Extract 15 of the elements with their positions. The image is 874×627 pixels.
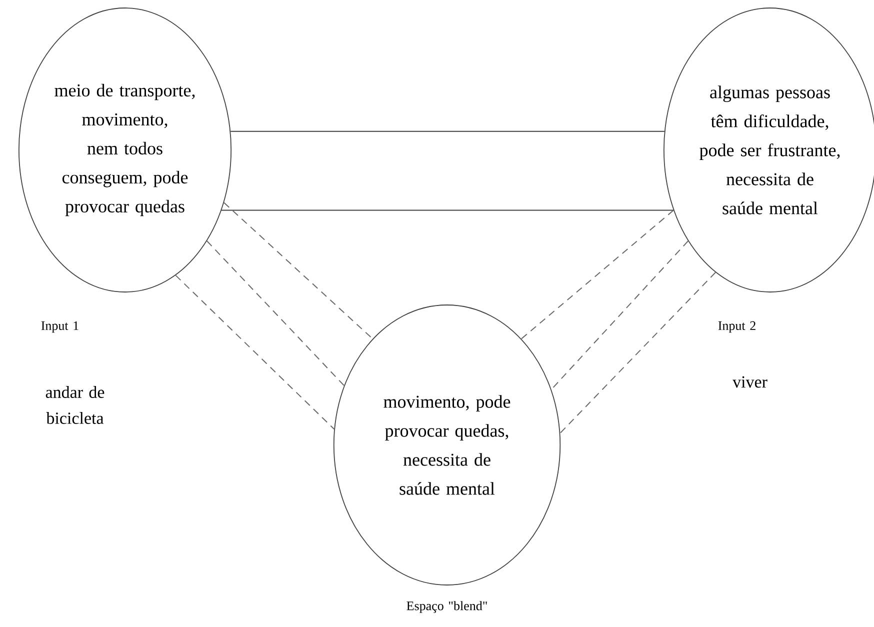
connector-line — [223, 202, 374, 340]
connector-line — [206, 240, 345, 386]
connector-line — [520, 210, 674, 340]
caption-text: Input 1 — [41, 321, 78, 333]
connector-line — [560, 272, 716, 434]
caption-text: andar de bicicleta — [46, 386, 104, 424]
connector-line — [550, 240, 689, 390]
caption-text: Input 2 — [718, 321, 756, 333]
connector-line — [230, 130, 665, 132]
connector-line — [221, 210, 674, 211]
oval-node: meio de transporte, movimento, nem todos conseguem, pode provocar quedas — [18, 8, 232, 292]
caption-text: Espaço "blend" — [406, 601, 487, 613]
oval-node: movimento, pode provocar quedas, necessita de saúde mental — [333, 304, 561, 586]
connector-line — [175, 274, 335, 430]
caption-text: viver — [732, 376, 768, 388]
